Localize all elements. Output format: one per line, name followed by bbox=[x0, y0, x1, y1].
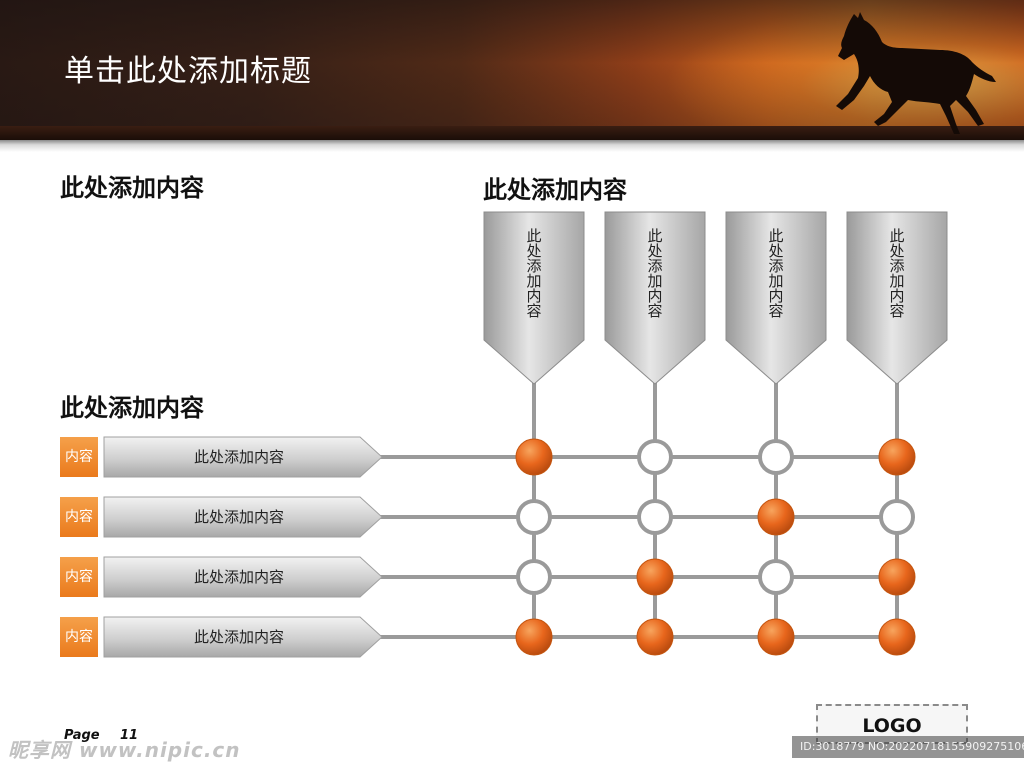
filled-mark-dot bbox=[757, 498, 795, 536]
filled-mark-dot bbox=[878, 558, 916, 596]
row-headers bbox=[103, 436, 383, 658]
row-header-arrow bbox=[103, 436, 383, 478]
footer-page-label: Page bbox=[64, 728, 100, 743]
empty-mark-dot bbox=[758, 559, 794, 595]
column-label-text[interactable]: 此处添加内容 bbox=[645, 228, 664, 318]
row-tag[interactable]: 内容 bbox=[60, 437, 98, 477]
column-label-text[interactable]: 此处添加内容 bbox=[524, 228, 543, 318]
heading-top-right[interactable]: 此处添加内容 bbox=[483, 176, 627, 204]
row-header-arrow bbox=[103, 616, 383, 658]
filled-mark-dot bbox=[878, 618, 916, 656]
filled-mark-dot bbox=[515, 618, 553, 656]
column-header-arrow bbox=[604, 211, 706, 385]
column-header-arrow bbox=[846, 211, 948, 385]
header-banner: 单击此处添加标题 bbox=[0, 0, 1024, 140]
column-header-arrow bbox=[725, 211, 827, 385]
row-tag[interactable]: 内容 bbox=[60, 617, 98, 657]
watermark-id: ID:3018779 NO:20220718155909275106 bbox=[792, 736, 1024, 758]
header-shadow-bar bbox=[0, 140, 1024, 152]
row-label[interactable]: 此处添加内容 bbox=[193, 508, 284, 526]
row-header-arrow bbox=[103, 496, 383, 538]
grid-lines bbox=[380, 382, 899, 639]
column-label: 此处添加内容 bbox=[847, 228, 947, 378]
matrix-dots bbox=[515, 438, 916, 656]
column-label: 此处添加内容 bbox=[484, 228, 584, 378]
footer-page-number: 11 bbox=[120, 728, 139, 743]
filled-mark-dot bbox=[515, 438, 553, 476]
column-label-text[interactable]: 此处添加内容 bbox=[887, 228, 906, 318]
filled-mark-dot bbox=[636, 618, 674, 656]
empty-mark-dot bbox=[637, 499, 673, 535]
row-tag[interactable]: 内容 bbox=[60, 557, 98, 597]
row-header-arrow bbox=[103, 556, 383, 598]
empty-mark-dot bbox=[879, 499, 915, 535]
column-headers bbox=[483, 211, 948, 385]
watermark-site: 昵享网 www.nipic.cn bbox=[8, 738, 241, 762]
heading-top-left[interactable]: 此处添加内容 bbox=[60, 174, 204, 202]
row-label[interactable]: 此处添加内容 bbox=[193, 628, 284, 646]
heading-mid-left[interactable]: 此处添加内容 bbox=[60, 394, 204, 422]
empty-mark-dot bbox=[758, 439, 794, 475]
filled-mark-dot bbox=[636, 558, 674, 596]
page-title[interactable]: 单击此处添加标题 bbox=[64, 54, 312, 89]
row-tag[interactable]: 内容 bbox=[60, 497, 98, 537]
filled-mark-dot bbox=[757, 618, 795, 656]
column-label: 此处添加内容 bbox=[605, 228, 705, 378]
column-header-arrow bbox=[483, 211, 585, 385]
header-ground bbox=[0, 126, 1024, 140]
empty-mark-dot bbox=[516, 499, 552, 535]
empty-mark-dot bbox=[516, 559, 552, 595]
row-label[interactable]: 此处添加内容 bbox=[193, 568, 284, 586]
horse-silhouette-icon bbox=[836, 12, 996, 134]
filled-mark-dot bbox=[878, 438, 916, 476]
row-label[interactable]: 此处添加内容 bbox=[193, 448, 284, 466]
column-label-text[interactable]: 此处添加内容 bbox=[766, 228, 785, 318]
column-label: 此处添加内容 bbox=[726, 228, 826, 378]
empty-mark-dot bbox=[637, 439, 673, 475]
